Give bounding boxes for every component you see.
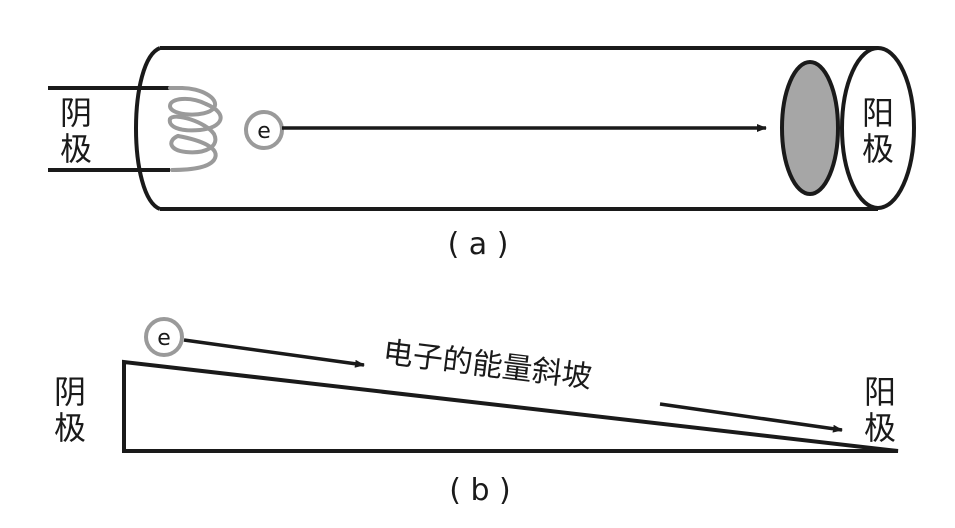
cathode-label-a-line2: 极 [60, 130, 92, 168]
slope-arrow-lower [659, 402, 843, 433]
anode-disk [780, 60, 840, 196]
caption-b: ( b ) [449, 473, 511, 508]
cathode-label-b-line1: 阴 [54, 373, 86, 411]
diagram-b: e 电子的能量斜坡 阴 极 阳 极 ( b ) [54, 317, 899, 508]
cathode-label-b-line2: 极 [54, 409, 86, 447]
filament-coil [167, 86, 223, 172]
electron-a-symbol: e [257, 119, 271, 144]
energy-slope-label: 电子的能量斜坡 [381, 335, 594, 395]
energy-slope-triangle [122, 359, 899, 453]
electron-b: e [144, 317, 184, 357]
anode-label-a-line1: 阳 [862, 94, 894, 132]
anode-label-b-line1: 阳 [864, 373, 896, 411]
electron-b-symbol: e [157, 326, 171, 351]
cathode-leads [48, 86, 170, 172]
caption-a: ( a ) [448, 227, 509, 262]
anode-label-b-line2: 极 [864, 409, 896, 447]
tube-end-cap [840, 46, 916, 210]
diagram-a: e 阴 极 阳 极 ( a ) [48, 46, 916, 262]
electron-a: e [244, 110, 284, 150]
anode-label-a-line2: 极 [862, 130, 894, 168]
tube-body [134, 46, 878, 211]
slope-arrow-upper [183, 338, 365, 368]
cathode-label-a-line1: 阴 [60, 94, 92, 132]
